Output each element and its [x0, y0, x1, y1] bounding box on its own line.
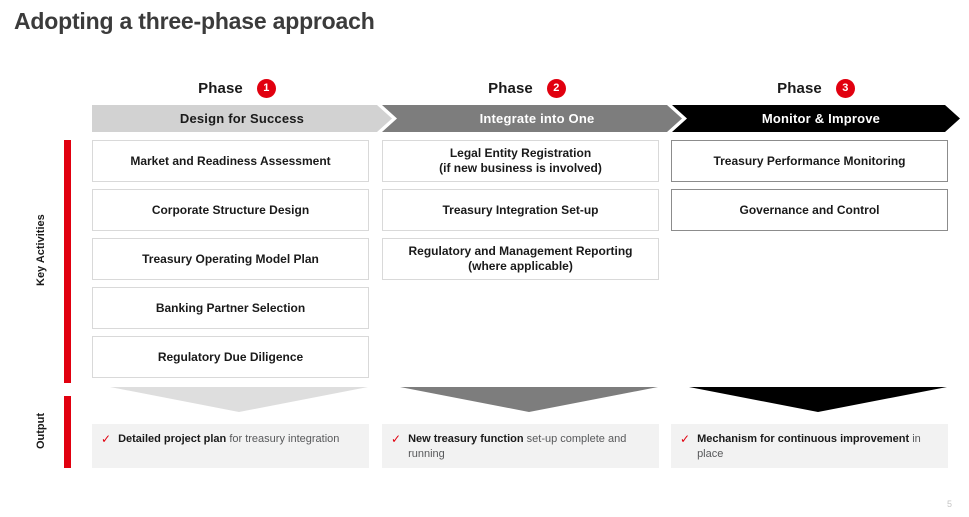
- activity-box[interactable]: Treasury Integration Set-up: [382, 189, 659, 231]
- phase-chevron-2[interactable]: Integrate into One: [382, 105, 682, 132]
- output-box[interactable]: ✓ Mechanism for continuous improvement i…: [671, 424, 948, 468]
- page-title: Adopting a three-phase approach: [14, 8, 375, 34]
- check-icon: ✓: [101, 432, 112, 446]
- activity-box[interactable]: Treasury Operating Model Plan: [92, 238, 369, 280]
- output-box[interactable]: ✓ Detailed project plan for treasury int…: [92, 424, 369, 468]
- rail-bar-output: [64, 396, 71, 468]
- funnel-arrow-1: [110, 387, 368, 412]
- rail-bar-key-activities: [64, 140, 71, 383]
- activity-box[interactable]: Regulatory and Management Reporting (whe…: [382, 238, 659, 280]
- activity-box[interactable]: Regulatory Due Diligence: [92, 336, 369, 378]
- phase-chevron-label-1: Design for Success: [179, 111, 305, 126]
- activity-label: Treasury Operating Model Plan: [142, 251, 319, 266]
- phase-chevron-1[interactable]: Design for Success: [92, 105, 392, 132]
- phase-word-3: Phase: [777, 79, 822, 97]
- activity-box[interactable]: Banking Partner Selection: [92, 287, 369, 329]
- output-text: Detailed project plan for treasury integ…: [118, 432, 339, 447]
- page-number: 5: [946, 499, 952, 509]
- rail-label-key-activities: Key Activities: [35, 214, 47, 286]
- activity-label: Legal Entity Registration: [449, 146, 592, 160]
- funnel-arrow-2: [400, 387, 658, 412]
- activity-box[interactable]: Legal Entity Registration (if new busine…: [382, 140, 659, 182]
- phase-chevron-band: Design for Success Integrate into One Mo…: [92, 105, 960, 132]
- activity-label: Regulatory Due Diligence: [157, 349, 304, 364]
- output-strong-text: New treasury function: [408, 433, 524, 445]
- output-rest-text: in place: [697, 433, 921, 460]
- phase-badge-1: 1: [256, 78, 276, 98]
- activity-box[interactable]: Treasury Performance Monitoring: [671, 140, 948, 182]
- output-text: New treasury function set-up complete an…: [408, 432, 651, 462]
- activity-column-1: Market and Readiness Assessment Corporat…: [92, 140, 369, 385]
- output-rest-text: set-up complete and running: [408, 433, 627, 460]
- activity-label: Regulatory and Management Reporting: [408, 244, 633, 258]
- phase-label-1: Phase 1: [92, 76, 382, 100]
- output-strong-text: Detailed project plan: [118, 433, 227, 445]
- activity-label: Treasury Performance Monitoring: [713, 153, 906, 168]
- activity-column-3: Treasury Performance Monitoring Governan…: [671, 140, 948, 238]
- funnel-arrow-3: [689, 387, 947, 412]
- phase-chevron-label-2: Integrate into One: [479, 111, 595, 126]
- phase-label-2: Phase 2: [382, 76, 672, 100]
- phase-badge-2: 2: [546, 78, 566, 98]
- check-icon: ✓: [680, 432, 691, 446]
- activity-column-2: Legal Entity Registration (if new busine…: [382, 140, 659, 287]
- phase-label-3: Phase 3: [671, 76, 961, 100]
- activity-label: Governance and Control: [739, 202, 880, 217]
- activity-box[interactable]: Governance and Control: [671, 189, 948, 231]
- output-text: Mechanism for continuous improvement in …: [697, 432, 940, 462]
- activity-box[interactable]: Corporate Structure Design: [92, 189, 369, 231]
- activity-sublabel: (if new business is involved): [439, 161, 602, 175]
- phase-badge-3: 3: [835, 78, 855, 98]
- activity-label: Banking Partner Selection: [155, 300, 306, 315]
- phase-word-1: Phase: [198, 79, 243, 97]
- phase-word-2: Phase: [488, 79, 533, 97]
- activity-label: Market and Readiness Assessment: [130, 153, 331, 168]
- activity-box[interactable]: Market and Readiness Assessment: [92, 140, 369, 182]
- phase-chevron-3[interactable]: Monitor & Improve: [672, 105, 960, 132]
- check-icon: ✓: [391, 432, 402, 446]
- output-strong-text: Mechanism for continuous improvement: [697, 433, 910, 445]
- output-box[interactable]: ✓ New treasury function set-up complete …: [382, 424, 659, 468]
- phase-chevron-label-3: Monitor & Improve: [761, 111, 881, 126]
- activity-label: Corporate Structure Design: [151, 202, 310, 217]
- output-rest-text: for treasury integration: [226, 433, 340, 445]
- activity-label: Treasury Integration Set-up: [442, 202, 599, 217]
- rail-label-output: Output: [35, 412, 47, 450]
- activity-sublabel: (where applicable): [468, 259, 573, 273]
